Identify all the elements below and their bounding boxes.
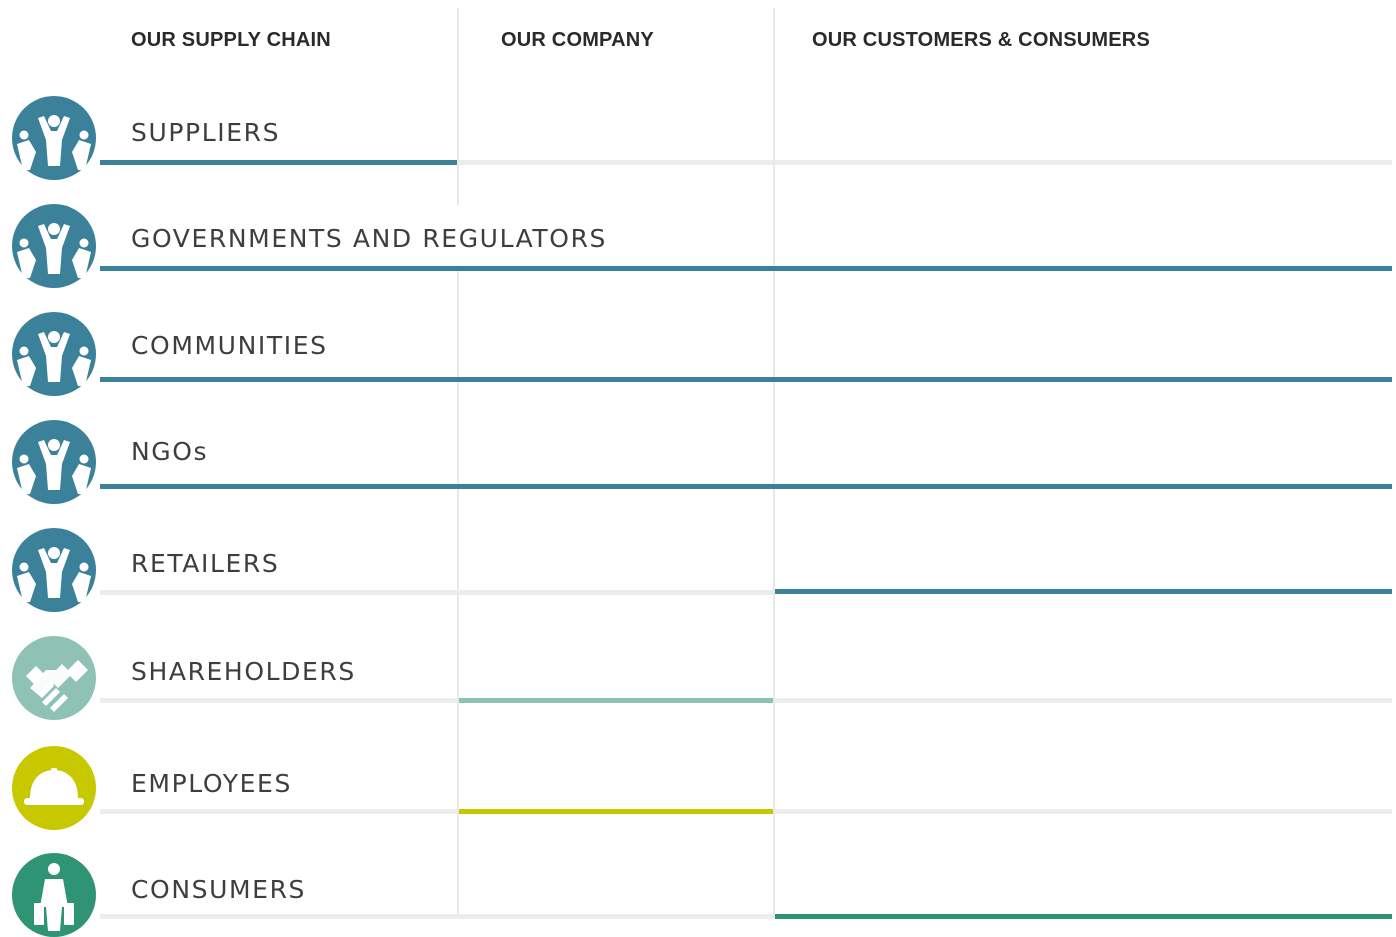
- row-label-suppliers: SUPPLIERS: [131, 118, 281, 147]
- row-label-retailers: RETAILERS: [131, 549, 280, 578]
- shopper-icon: [12, 853, 96, 937]
- column-divider: [773, 8, 775, 918]
- row-underline-ngos: [100, 484, 1392, 489]
- column-divider: [457, 8, 459, 205]
- row-divider: [100, 590, 773, 595]
- row-divider: [775, 698, 1392, 703]
- row-underline-consumers: [775, 914, 1392, 919]
- row-underline-employees: [459, 809, 773, 814]
- people-group-icon: [12, 204, 96, 288]
- row-underline-shareholders: [459, 698, 773, 703]
- people-group-icon: [12, 312, 96, 396]
- row-label-shareholders: SHAREHOLDERS: [131, 657, 356, 686]
- row-divider: [775, 160, 1392, 165]
- row-label-consumers: CONSUMERS: [131, 875, 307, 904]
- row-underline-retailers: [775, 589, 1392, 594]
- column-header-company: OUR COMPANY: [501, 29, 654, 51]
- people-group-icon: [12, 420, 96, 504]
- people-group-icon: [12, 528, 96, 612]
- row-label-communities: COMMUNITIES: [131, 331, 328, 360]
- row-label-employees: EMPLOYEES: [131, 769, 292, 798]
- column-header-supply-chain: OUR SUPPLY CHAIN: [131, 29, 331, 51]
- hard-hat-icon: [12, 746, 96, 830]
- row-underline-communities: [100, 377, 1392, 382]
- row-divider: [100, 914, 773, 919]
- row-underline-governments-and-regulators: [100, 266, 1392, 271]
- row-divider: [775, 809, 1392, 814]
- row-label-ngos: NGOs: [131, 437, 209, 466]
- row-divider: [459, 160, 773, 165]
- people-group-icon: [12, 96, 96, 180]
- row-underline-suppliers: [100, 160, 457, 165]
- handshake-icon: [12, 636, 96, 720]
- row-label-governments-and-regulators: GOVERNMENTS AND REGULATORS: [131, 224, 608, 253]
- row-divider: [100, 698, 457, 703]
- column-header-customers-consumers: OUR CUSTOMERS & CONSUMERS: [812, 29, 1150, 51]
- row-divider: [100, 809, 457, 814]
